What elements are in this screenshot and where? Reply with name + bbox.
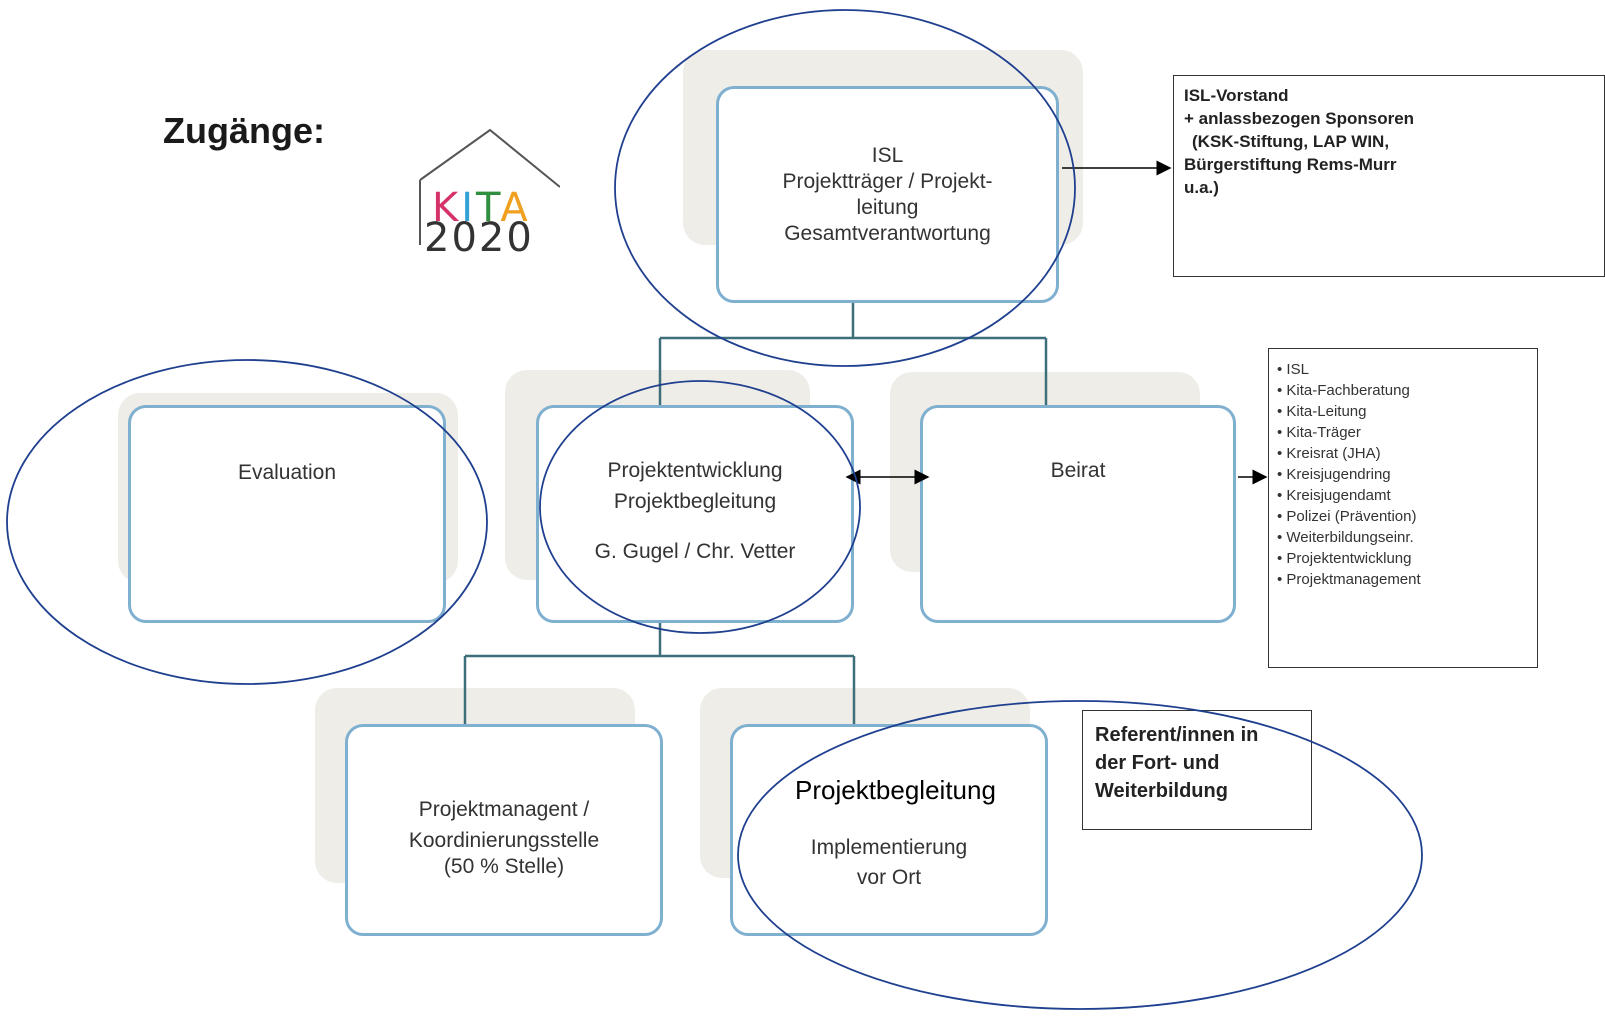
evaluation-label: Evaluation (237, 461, 337, 484)
isl-vorstand-line-1: + anlassbezogen Sponsoren (1184, 109, 1415, 128)
kita-2020-logo: KITA 2020 (410, 125, 561, 261)
projektmanagement-line-1: Projektmanagent / (418, 798, 590, 821)
list-item: Projektentwicklung (1277, 548, 1537, 569)
isl-vorstand-line-2: (KSK-Stiftung, LAP WIN, (1192, 132, 1390, 151)
list-item: Kita-Leitung (1277, 401, 1537, 422)
projektentwicklung-line-2: Projektbegleitung (613, 490, 777, 513)
isl-box: ISL Projektträger / Projekt- leitung Ges… (716, 86, 1059, 303)
logo-letter: K (432, 185, 462, 231)
projektmanagement-box: Projektmanagent / Koordinierungsstelle (… (345, 724, 663, 936)
logo-bottom-text: 2020 (424, 215, 534, 261)
highlight-ellipse-evaluation (6, 359, 488, 685)
highlight-ellipse-projektentwicklung (539, 380, 861, 634)
referenten-line-1: Referent/innen in (1095, 724, 1259, 746)
logo-letter: T (476, 185, 501, 231)
list-item: Weiterbildungseinr. (1277, 527, 1537, 548)
referenten-line-2: der Fort- und (1095, 752, 1220, 774)
referenten-box: Referent/innen in der Fort- und Weiterbi… (1082, 710, 1312, 830)
implementierung-box: Implementierung vor Ort (730, 724, 1048, 936)
projektentwicklung-line-1: Projektentwicklung (607, 459, 783, 482)
logo-letter: A (500, 185, 531, 231)
implementierung-line-1: Implementierung (810, 836, 968, 859)
list-item: Kreisrat (JHA) (1277, 443, 1537, 464)
logo-letter: I (461, 185, 477, 231)
list-item: Kita-Fachberatung (1277, 380, 1537, 401)
list-item: Polizei (Prävention) (1277, 506, 1537, 527)
projektentwicklung-box: Projektentwicklung Projektbegleitung G. … (536, 405, 854, 623)
list-item: Kreisjugendring (1277, 464, 1537, 485)
beirat-box: Beirat (920, 405, 1236, 623)
projektmanagement-line-3: (50 % Stelle) (443, 855, 565, 878)
evaluation-box: Evaluation (128, 405, 446, 623)
isl-vorstand-line-3: Bürgerstiftung Rems-Murr (1184, 155, 1397, 174)
isl-line-3: leitung (856, 195, 919, 219)
isl-vorstand-line-4: u.a.) (1184, 178, 1219, 197)
house-roof-icon (419, 128, 561, 245)
projektbegleitung-annotation: Projektbegleitung (795, 775, 996, 805)
projektmanagement-line-2: Koordinierungsstelle (408, 829, 600, 852)
list-item: Projektmanagement (1277, 569, 1537, 590)
isl-title: ISL (871, 143, 904, 167)
isl-line-2: Projektträger / Projekt- (782, 169, 993, 193)
beirat-label: Beirat (1050, 459, 1106, 482)
highlight-ellipse-projektbegleitung (737, 700, 1423, 1010)
isl-vorstand-title: ISL-Vorstand (1184, 86, 1289, 105)
projektentwicklung-line-3: G. Gugel / Chr. Vetter (594, 540, 796, 563)
isl-line-4: Gesamtverantwortung (784, 221, 991, 245)
list-item: Kreisjugendamt (1277, 485, 1537, 506)
beirat-members-box: ISL Kita-Fachberatung Kita-Leitung Kita-… (1268, 348, 1538, 668)
list-item: Kita-Träger (1277, 422, 1537, 443)
page-heading: Zugänge: (163, 110, 325, 151)
referenten-line-3: Weiterbildung (1095, 780, 1228, 802)
list-item: ISL (1277, 359, 1537, 380)
highlight-ellipse-isl (614, 9, 1076, 367)
beirat-members-list: ISL Kita-Fachberatung Kita-Leitung Kita-… (1277, 359, 1537, 590)
logo-top-text: KITA (432, 185, 531, 231)
implementierung-line-2: vor Ort (856, 866, 922, 889)
